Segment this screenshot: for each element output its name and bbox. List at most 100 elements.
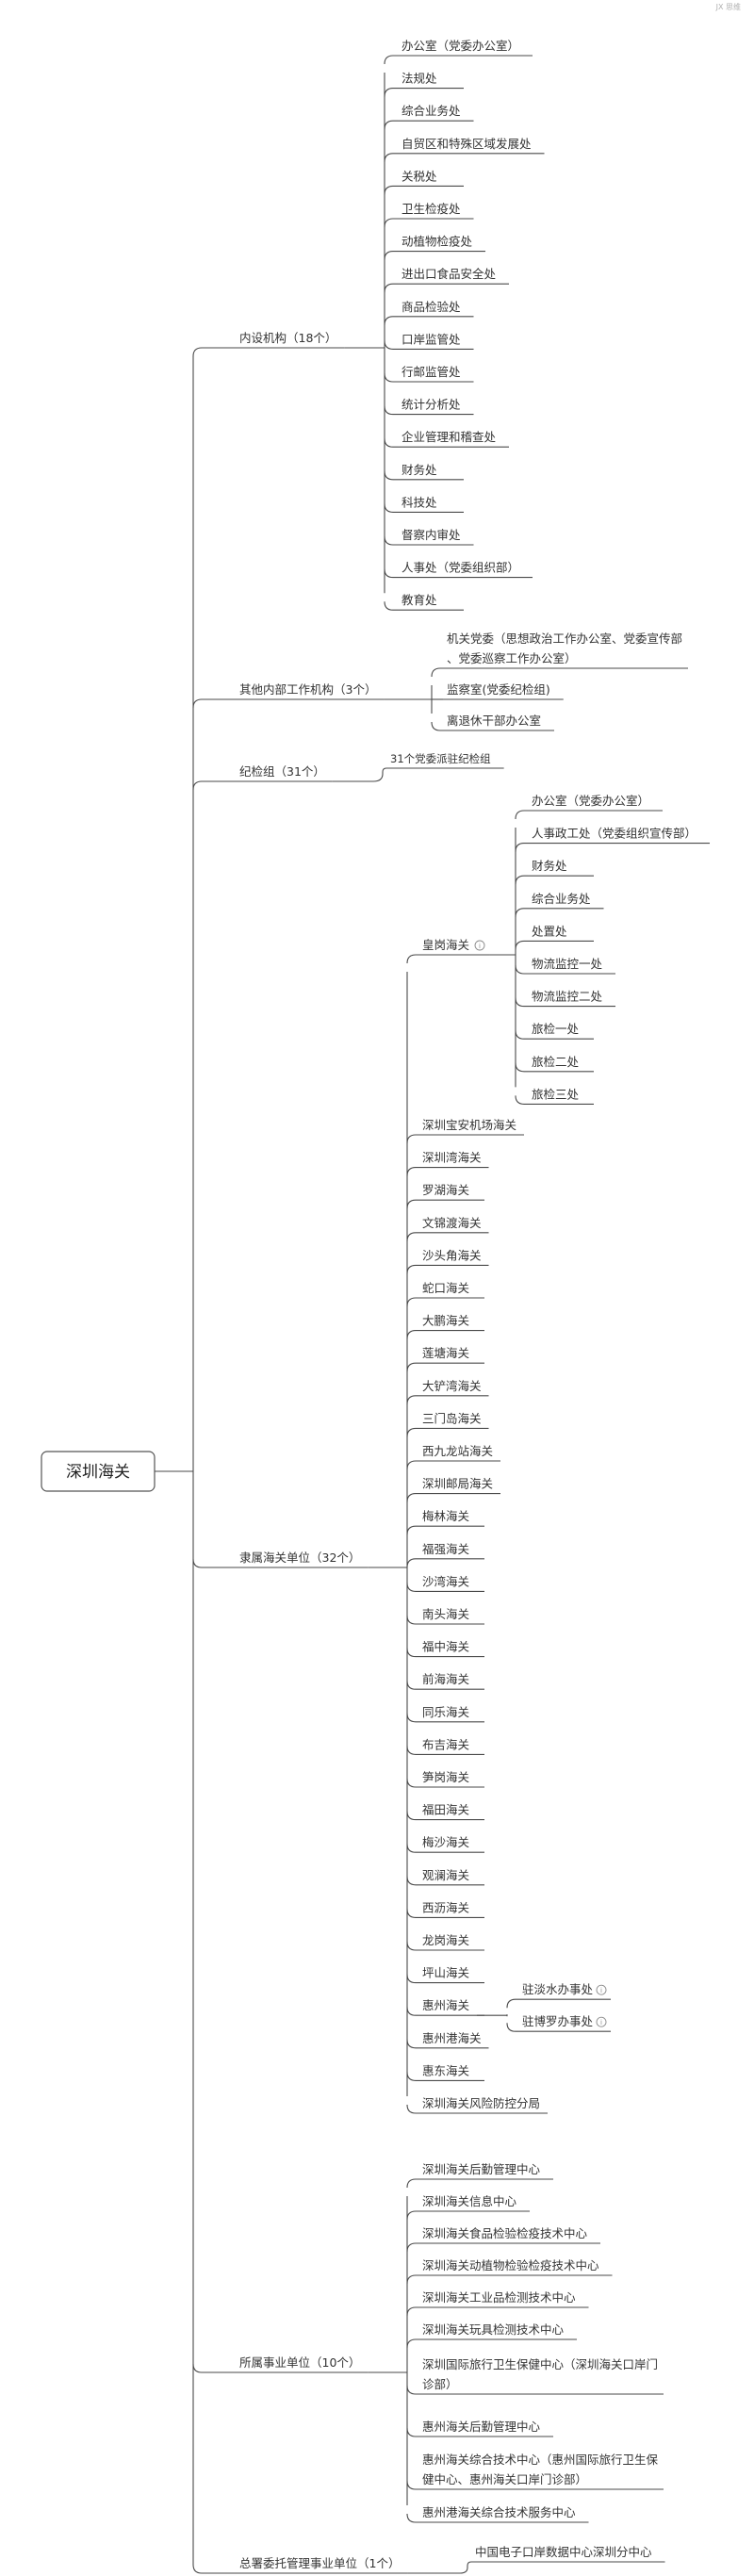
connector	[384, 218, 398, 228]
branch-label: 内设机构（18个）	[239, 331, 336, 345]
node-label: 罗湖海关	[422, 1183, 469, 1197]
node-label: 龙岗海关	[422, 1933, 469, 1947]
connector	[431, 667, 443, 678]
node-label: 惠州海关后勤管理中心	[422, 2420, 541, 2434]
connector	[192, 780, 236, 791]
node-label: 统计分析处	[402, 398, 461, 412]
connector	[406, 1525, 418, 1535]
connector	[515, 1095, 528, 1105]
connector	[406, 2274, 418, 2285]
connector	[332, 767, 387, 782]
node-label: 财务处	[532, 859, 567, 873]
node-label: 大鹏海关	[422, 1314, 469, 1328]
connector	[384, 503, 398, 513]
info-icon-glyph: i	[600, 2019, 602, 2026]
branch-label: 所属事业单位（10个）	[239, 2355, 360, 2370]
connector	[384, 88, 398, 97]
connector	[384, 185, 398, 195]
node-label: 人事处（党委组织部）	[402, 561, 519, 575]
node-label: 文锦渡海关	[422, 1216, 482, 1230]
node-label: 大铲湾海关	[422, 1379, 482, 1393]
connector	[406, 1297, 418, 1307]
node-label: 布吉海关	[422, 1737, 469, 1751]
info-icon	[474, 940, 485, 951]
connector	[515, 908, 528, 917]
node-label: 三门岛海关	[422, 1411, 482, 1425]
connector	[406, 1876, 418, 1886]
connector	[384, 316, 398, 325]
node-label: 关税处	[402, 169, 437, 183]
connector	[406, 1909, 418, 1918]
connector	[406, 1941, 418, 1951]
node-label: 同乐海关	[422, 1705, 469, 1719]
connector	[406, 1974, 418, 1984]
node-label: 31个党委派驻纪检组	[390, 752, 491, 765]
node-label: 福强海关	[422, 1542, 469, 1556]
connector	[384, 405, 398, 416]
connector	[515, 964, 528, 975]
node-label: 处置处	[532, 924, 567, 938]
connector	[406, 1330, 418, 1339]
node-label: 深圳国际旅行卫生保健中心（深圳海关口岸门诊部）	[422, 2357, 658, 2391]
node-label: 综合业务处	[402, 104, 461, 118]
node-label: 旅检一处	[532, 1022, 580, 1036]
node-label: 物流监控二处	[532, 990, 603, 1004]
node-label: 笋岗海关	[422, 1770, 469, 1784]
connector	[406, 2104, 418, 2114]
connector	[384, 340, 398, 350]
node-label: 惠州港海关综合技术服务中心	[422, 2505, 576, 2519]
node-label: 梅沙海关	[422, 1835, 469, 1849]
branch-label: 纪检组（31个）	[239, 764, 325, 779]
connector	[406, 1615, 418, 1625]
node-label: 坪山海关	[422, 1966, 469, 1980]
connector	[192, 2564, 236, 2574]
branch-label: 其他内部工作机构（3个）	[239, 682, 376, 697]
node-label: 旅检三处	[532, 1087, 580, 1101]
node-label: 中国电子口岸数据中心深圳分中心	[475, 2545, 652, 2559]
node-label: 深圳海关工业品检测技术中心	[422, 2290, 576, 2305]
node-label: 深圳海关动植物检验检疫技术中心	[422, 2258, 599, 2272]
branch-label: 总署委托管理事业单位（1个）	[239, 2556, 400, 2570]
connector	[506, 2023, 518, 2032]
node-label: 深圳海关信息中心	[422, 2194, 517, 2208]
connector	[192, 347, 236, 357]
node-label: 南头海关	[422, 1607, 469, 1621]
node-label: 深圳湾海关	[422, 1151, 482, 1165]
node-label: 福田海关	[422, 1803, 469, 1817]
info-icon-glyph: i	[600, 1987, 602, 1994]
node-label: 深圳宝安机场海关	[422, 1118, 516, 1132]
connector	[515, 940, 528, 950]
node-label: 惠州海关	[422, 1998, 469, 2012]
connector	[406, 1844, 418, 1853]
connector	[406, 1199, 418, 1209]
connector	[406, 2210, 418, 2221]
connector	[406, 2306, 418, 2317]
connector	[515, 810, 528, 820]
connector	[406, 1558, 418, 1567]
node-label: 皇岗海关	[422, 938, 469, 952]
connector	[192, 698, 236, 709]
connector	[406, 1134, 418, 1144]
info-icon-glyph: i	[479, 943, 481, 950]
connector	[384, 438, 398, 448]
connector	[406, 2039, 418, 2049]
connector	[384, 251, 398, 260]
node-label: 深圳海关后勤管理中心	[422, 2162, 541, 2176]
connector	[406, 1811, 418, 1821]
connector	[431, 721, 443, 731]
node-label: 莲塘海关	[422, 1346, 469, 1360]
node-label: 法规处	[402, 72, 437, 86]
node-label: 驻博罗办事处	[522, 2014, 594, 2028]
connector	[515, 843, 528, 852]
node-label: 行邮监管处	[402, 365, 461, 379]
node-label: 人事政工处（党委组织宣传部）	[532, 827, 697, 841]
connector	[192, 2363, 236, 2373]
connector	[406, 1778, 418, 1788]
connector	[384, 55, 398, 65]
node-label: 自贸区和特殊区域发展处	[402, 137, 532, 151]
connector	[384, 372, 398, 383]
node-label: 惠州海关综合技术中心（惠州国际旅行卫生保健中心、惠州海关口岸门诊部）	[422, 2453, 659, 2486]
node-label: 福中海关	[422, 1640, 469, 1654]
node-label: 动植物检疫处	[402, 235, 473, 249]
connector	[406, 1648, 418, 1658]
